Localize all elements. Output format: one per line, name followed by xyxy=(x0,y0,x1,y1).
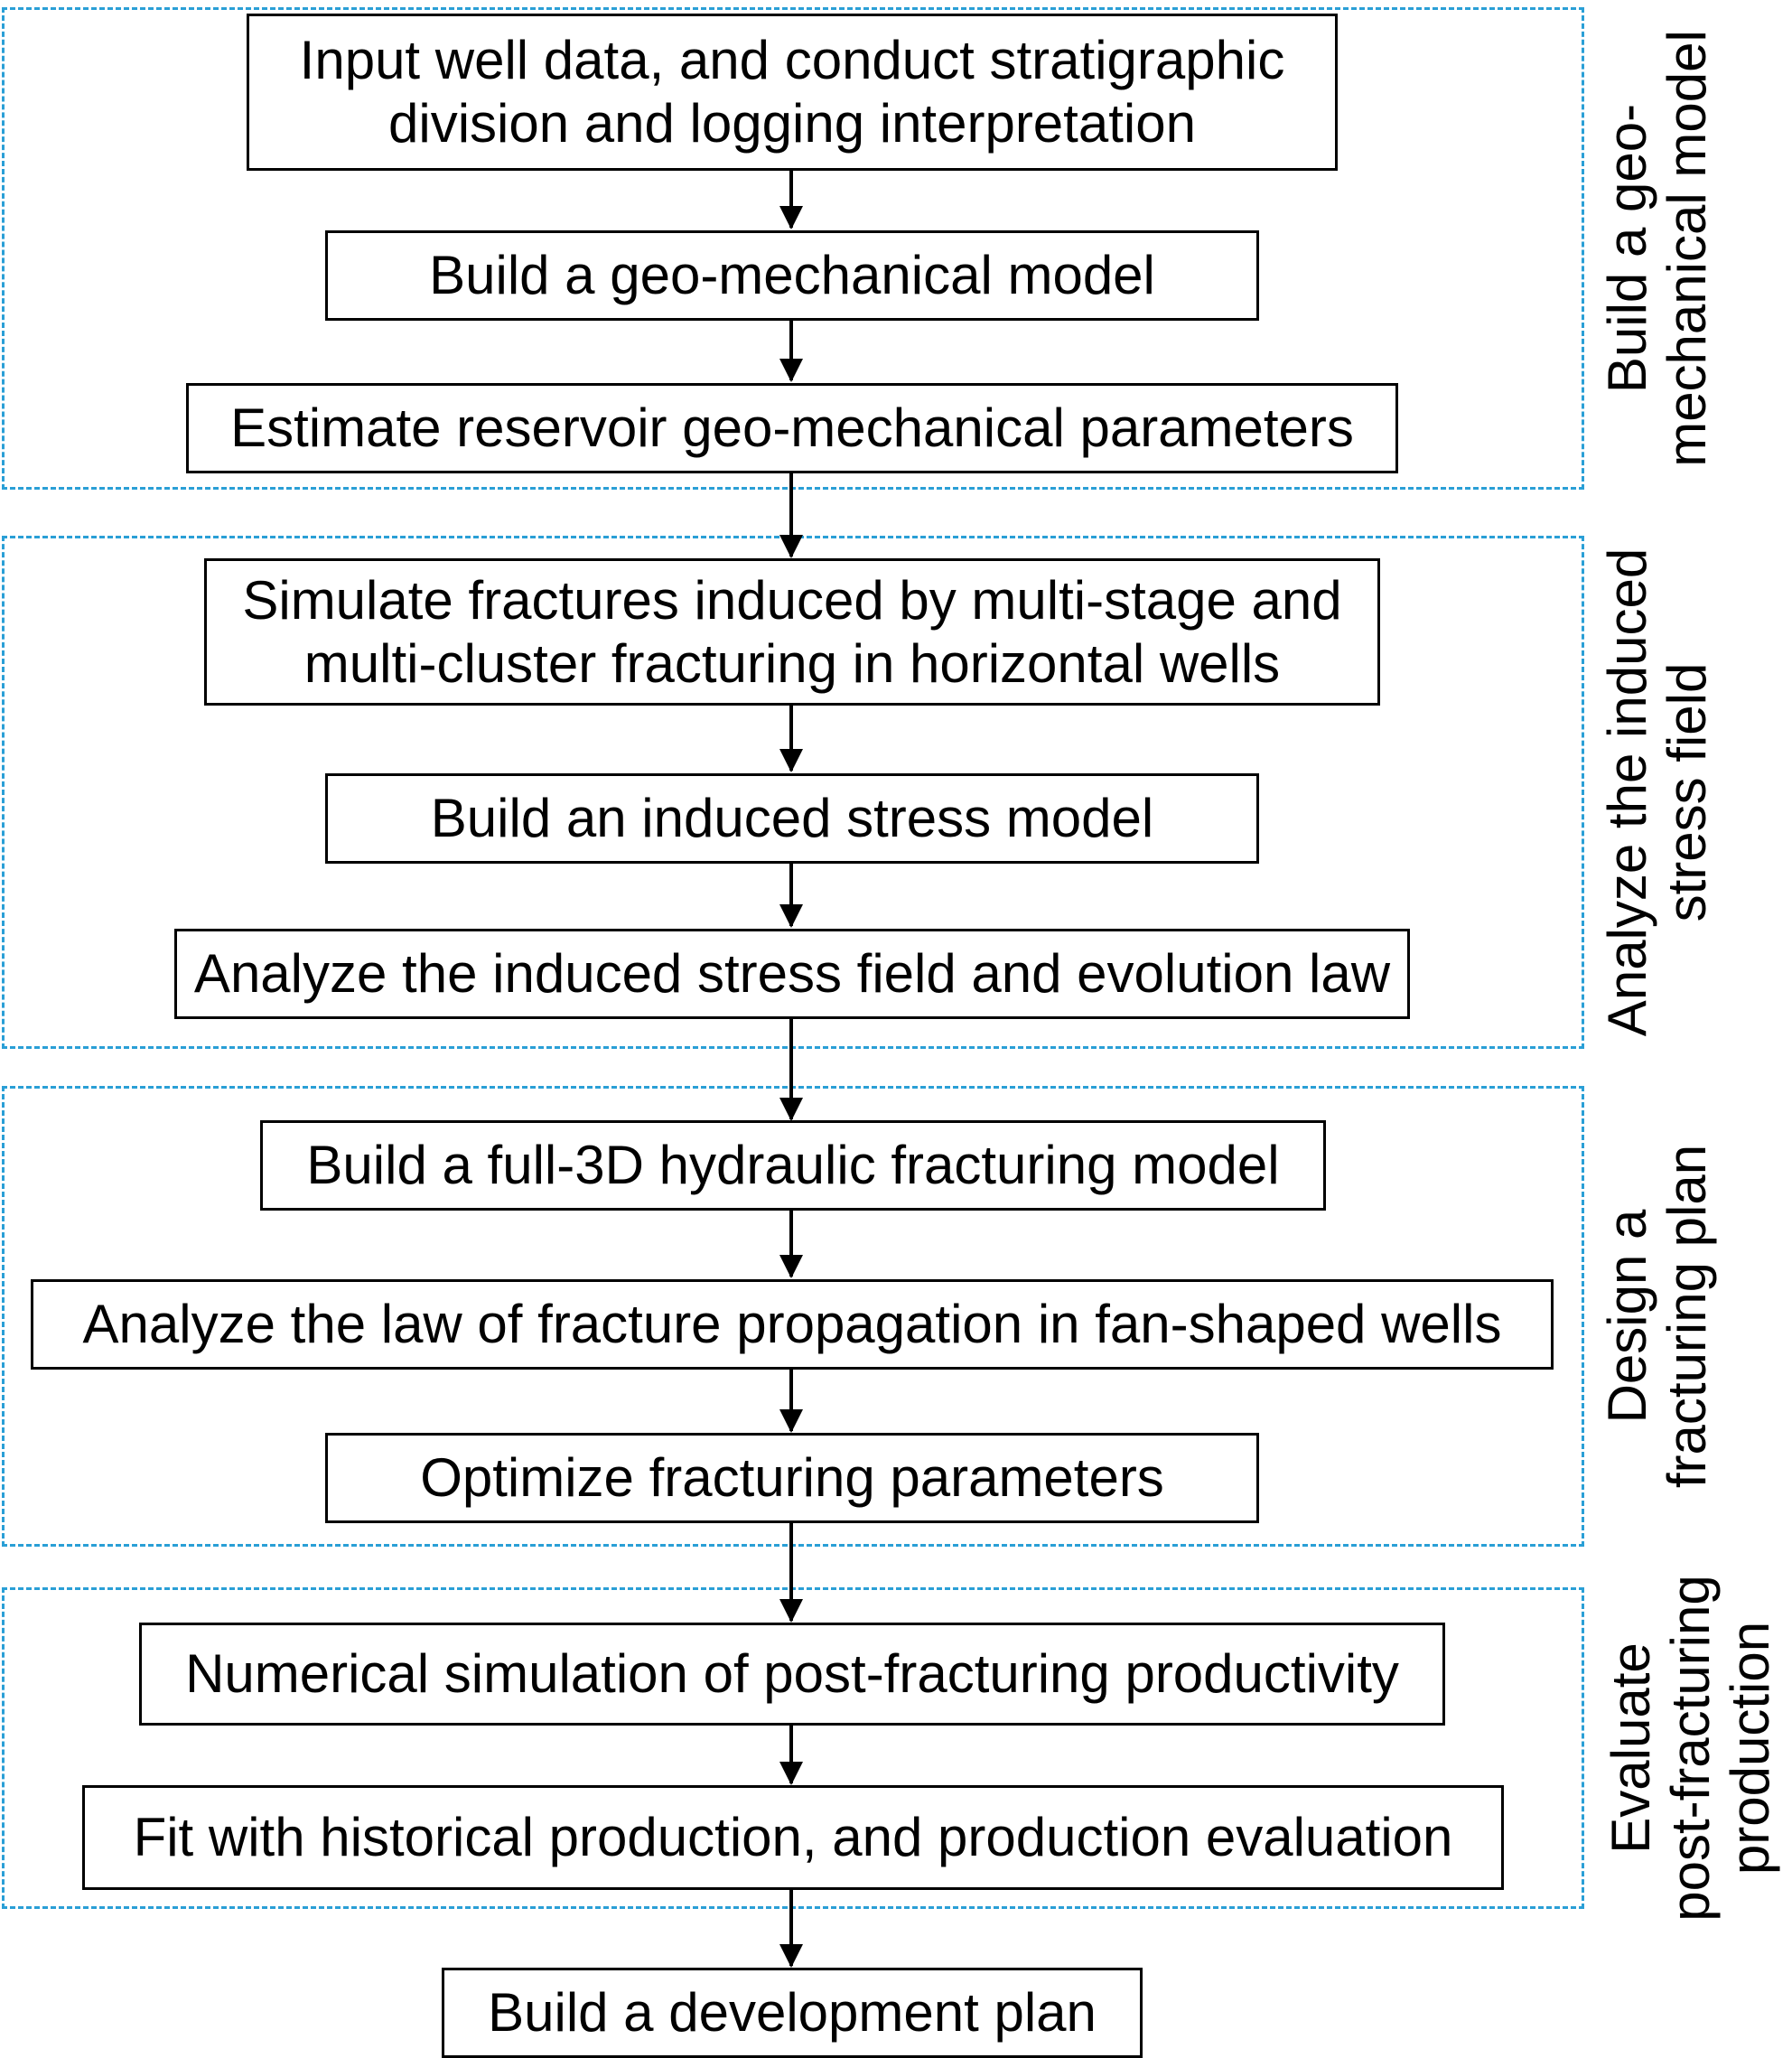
arrowhead xyxy=(779,1762,803,1785)
stage-label-line: stress field xyxy=(1657,662,1718,922)
step-numerical-simulation: Numerical simulation of post-fracturing … xyxy=(139,1623,1445,1726)
step-analyze-stress-field: Analyze the induced stress field and evo… xyxy=(174,929,1410,1019)
step-development-plan: Build a development plan xyxy=(442,1968,1143,2058)
arrowhead xyxy=(779,535,803,558)
stage-label-line: fracturing plan xyxy=(1657,1144,1717,1489)
arrowhead xyxy=(779,1599,803,1623)
arrowhead xyxy=(779,749,803,772)
step-build-geo-mechanical-model: Build a geo-mechanical model xyxy=(325,230,1259,321)
step-input-well-data: Input well data, and conduct stratigraph… xyxy=(247,14,1338,171)
step-fit-history: Fit with historical production, and prod… xyxy=(82,1785,1504,1890)
step-simulate-fractures: Simulate fractures induced by multi-stag… xyxy=(204,558,1380,706)
arrowhead xyxy=(779,206,803,229)
step-estimate-parameters: Estimate reservoir geo-mechanical parame… xyxy=(186,383,1398,473)
stage-label-line: Evaluate xyxy=(1601,1642,1661,1854)
step-analyze-propagation: Analyze the law of fracture propagation … xyxy=(31,1279,1554,1370)
stage-label-production: Evaluate post-fracturing production xyxy=(1591,1551,1790,1945)
stage-label-geo-model: Build a geo- mechanical model xyxy=(1590,7,1725,490)
stage-label-induced-stress: Analyze the induced stress field xyxy=(1590,536,1725,1049)
arrowhead xyxy=(779,1409,803,1433)
stage-label-fracturing-plan: Design a fracturing plan xyxy=(1590,1086,1725,1547)
step-build-3d-model: Build a full-3D hydraulic fracturing mod… xyxy=(260,1120,1326,1211)
arrowhead xyxy=(779,1255,803,1278)
stage-label-line: Design a xyxy=(1597,1209,1657,1424)
arrowhead xyxy=(779,904,803,928)
arrowhead xyxy=(779,1944,803,1968)
stage-label-line: Build a geo- xyxy=(1597,103,1658,394)
step-optimize-parameters: Optimize fracturing parameters xyxy=(325,1433,1259,1523)
stage-label-line: production xyxy=(1720,1621,1780,1876)
step-build-induced-stress-model: Build an induced stress model xyxy=(325,773,1259,864)
stage-label-line: Analyze the induced xyxy=(1597,547,1658,1037)
arrowhead xyxy=(779,1098,803,1121)
stage-label-line: post-fracturing xyxy=(1660,1575,1721,1922)
arrowhead xyxy=(779,359,803,382)
stage-label-line: mechanical model xyxy=(1657,30,1718,467)
